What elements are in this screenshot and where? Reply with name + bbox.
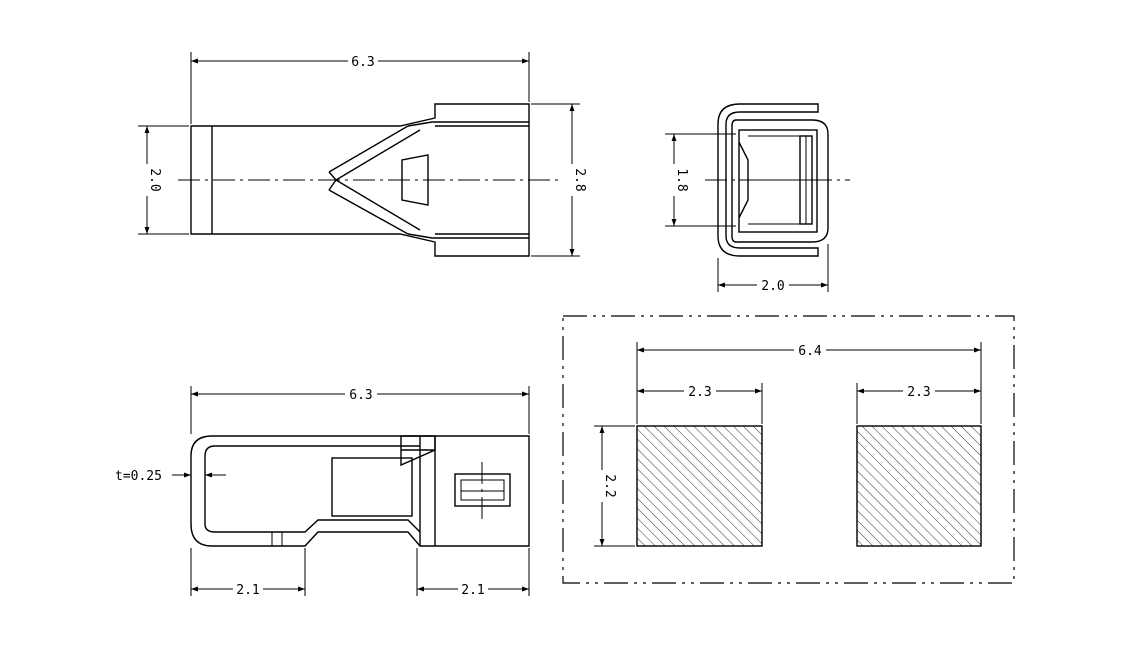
dim-thickness: t=0.25	[115, 469, 162, 484]
end-view-inner-frame	[731, 119, 829, 243]
pad-layout-boundary	[562, 315, 1015, 584]
dim-side-length: 6.3	[349, 388, 372, 403]
dim-top-width: 2.0	[147, 168, 162, 191]
side-view-contact-block	[331, 457, 413, 517]
pad-right	[856, 425, 982, 547]
pad-layout: 6.4 2.3 2.3 2.2	[562, 315, 1015, 584]
dim-end-width: 2.0	[761, 279, 784, 294]
top-view-housing-upper	[328, 121, 529, 181]
dim-side-left: 2.1	[236, 583, 259, 598]
end-view-window	[738, 129, 818, 233]
side-view-wedge	[400, 435, 436, 467]
pad-left	[636, 425, 763, 547]
dim-end-height: 1.8	[674, 168, 689, 191]
end-view: 1.8 2.0	[665, 103, 850, 294]
side-view-outline	[190, 435, 530, 547]
side-view: 6.3 t=0.25 2.1 2.1	[115, 386, 530, 598]
dim-pad-left-width: 2.3	[688, 385, 711, 400]
side-view-inner-contour	[204, 445, 421, 533]
top-view-housing-lower	[328, 179, 529, 239]
dim-top-length: 6.3	[351, 55, 374, 70]
top-view-lance	[401, 154, 429, 206]
dim-side-right: 2.1	[461, 583, 484, 598]
top-view-spring-v	[335, 129, 421, 231]
dim-top-height: 2.8	[572, 168, 587, 191]
top-view-outline	[190, 103, 530, 257]
dim-pad-span: 6.4	[798, 344, 822, 359]
dim-pad-height: 2.2	[602, 474, 617, 497]
end-view-outer-contact	[717, 103, 819, 257]
top-view: 6.3 2.0 2.8	[138, 52, 587, 257]
dim-pad-right-width: 2.3	[907, 385, 930, 400]
